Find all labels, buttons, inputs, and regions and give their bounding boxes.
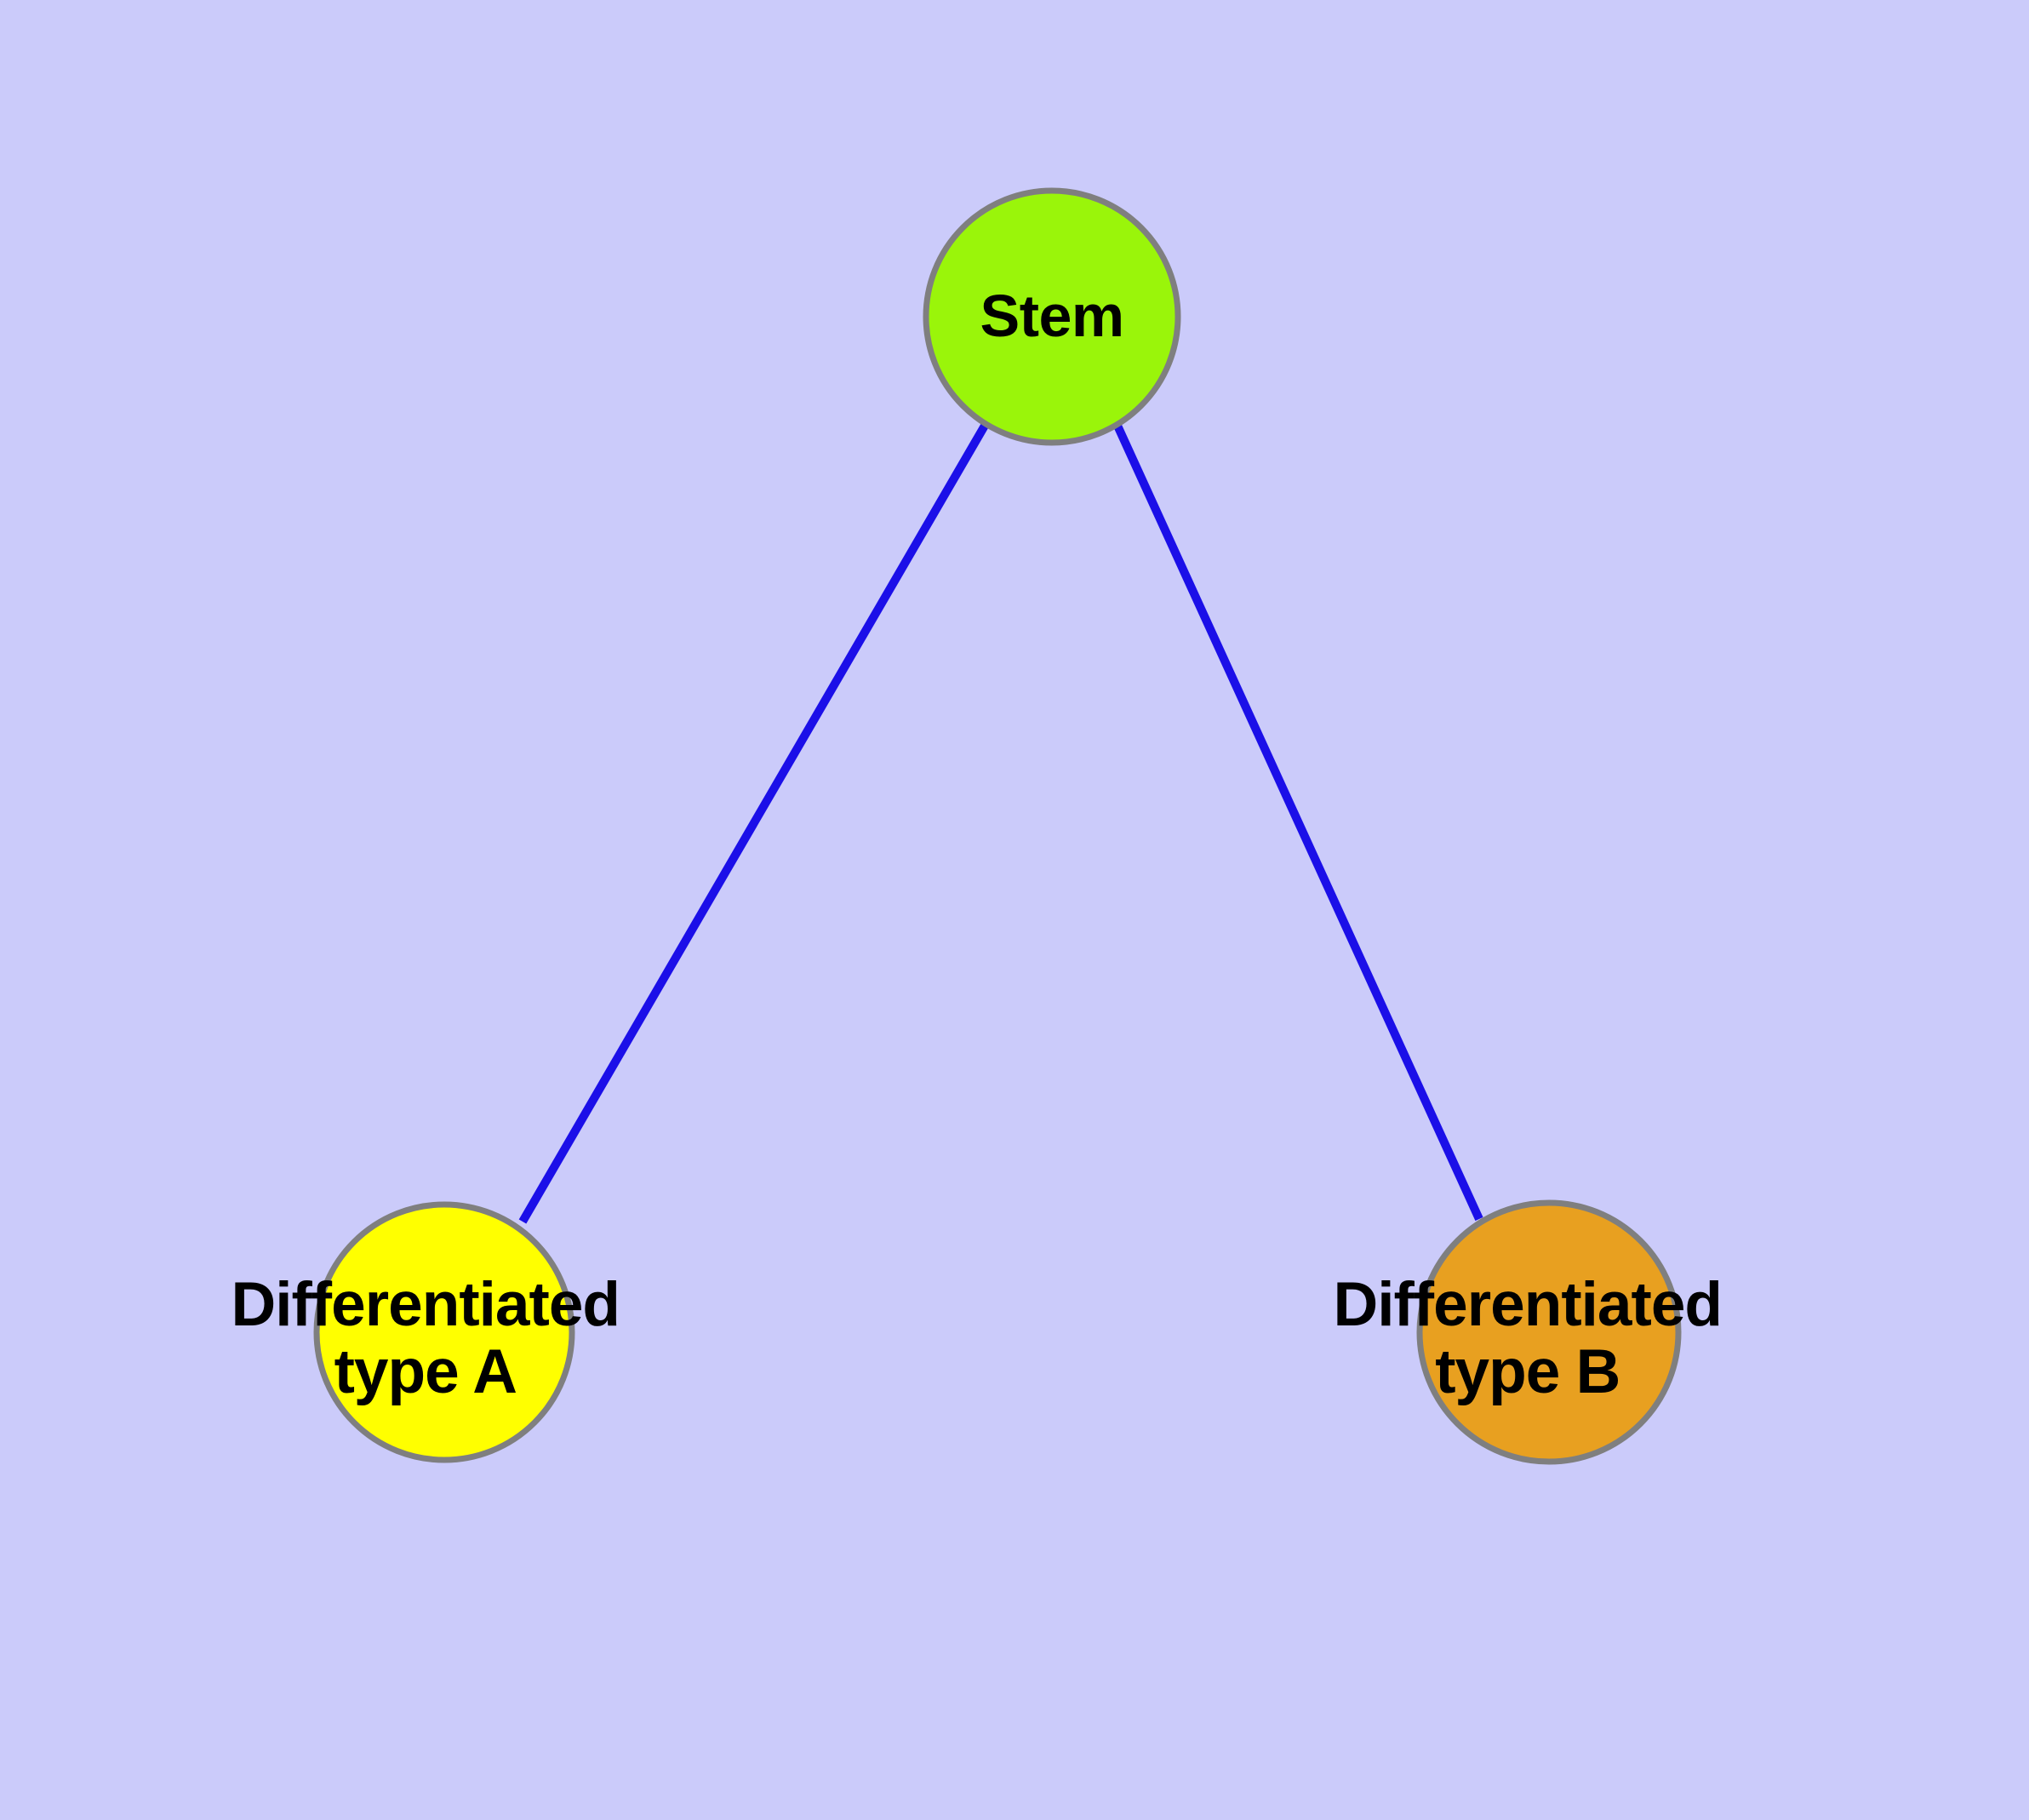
edge-stem-to-type-b — [1113, 423, 1483, 1222]
edges-group — [518, 423, 1483, 1224]
node-circle-stem[interactable] — [923, 187, 1181, 446]
nodes-group — [313, 187, 1682, 1465]
edge-stem-to-type-a — [518, 423, 989, 1224]
node-circle-diff-type-a[interactable] — [313, 1201, 575, 1463]
node-circle-diff-type-b[interactable] — [1416, 1199, 1682, 1465]
